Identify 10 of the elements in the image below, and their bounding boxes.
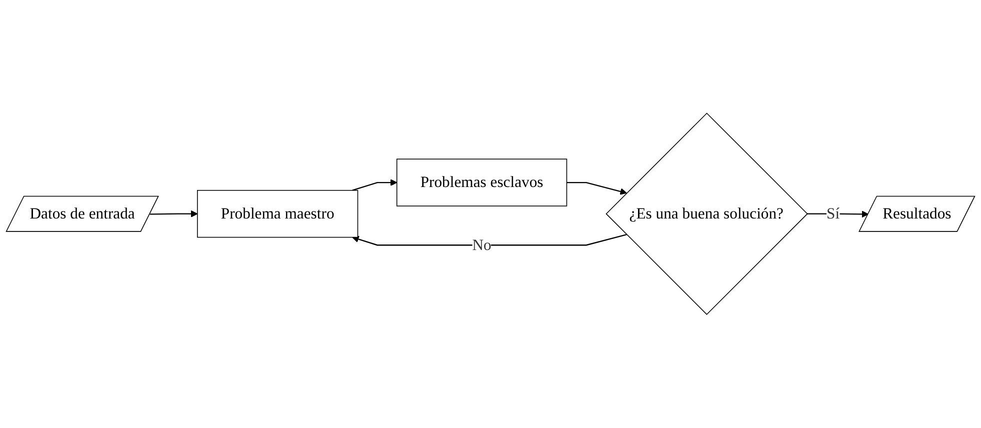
arrow (150, 210, 198, 218)
node-box: Problema maestro (197, 190, 358, 238)
arrow (352, 234, 627, 246)
edge-label: No (472, 236, 492, 254)
arrow (806, 210, 869, 218)
node-box: Problemas esclavos (396, 158, 568, 207)
edge-label: Sí (826, 205, 840, 223)
node-diamond: ¿Es una buena solución? (606, 112, 808, 316)
arrow (352, 179, 398, 192)
arrow (566, 182, 627, 195)
